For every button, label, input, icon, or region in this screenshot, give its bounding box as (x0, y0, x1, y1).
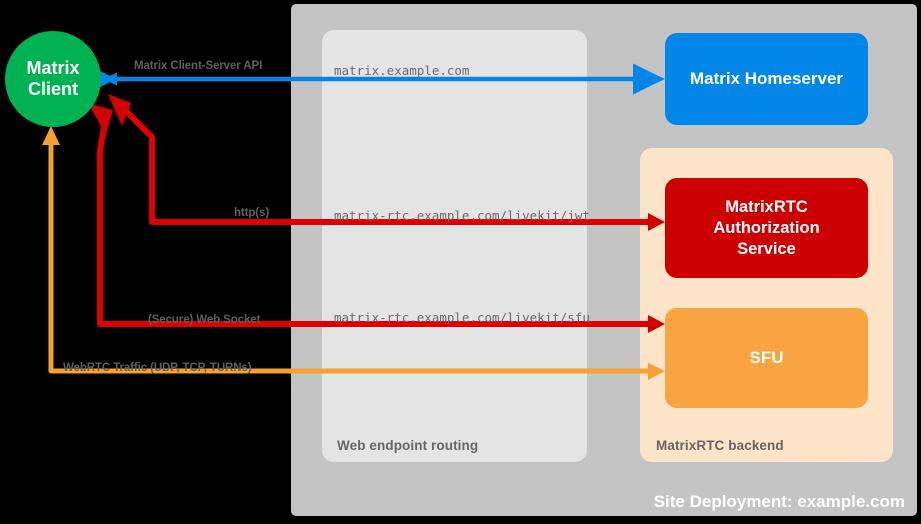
url-label-sfu-websocket: matrix-rtc.example.com/livekit/sfu (334, 310, 590, 325)
edge-webrtc-traffic (48, 140, 658, 374)
edge-webrtc-traffic-head-client (42, 126, 60, 145)
edge-client-server-api-head-left (103, 72, 117, 86)
node-matrix-homeserver-label: Matrix Homeserver (689, 69, 844, 88)
edge-jwt-http-head-service (648, 213, 665, 231)
node-matrixrtc-authorization-service[interactable]: MatrixRTC Authorization Service (665, 178, 868, 278)
edge-jwt-http (117, 102, 658, 225)
url-label-jwt-http: matrix-rtc.example.com/livekit/jwt (334, 208, 590, 223)
edge-sfu-websocket (97, 116, 658, 327)
container-label-matrixrtc-backend: MatrixRTC backend (656, 438, 784, 453)
site-deployment-title: Site Deployment: example.com (653, 492, 905, 511)
edge-sfu-websocket-head-sfu (648, 315, 665, 333)
container-label-web-endpoint-routing: Web endpoint routing (337, 438, 479, 453)
node-sfu[interactable]: SFU (665, 308, 868, 408)
url-label-client-server-api: matrix.example.com (334, 63, 470, 78)
web-endpoint-routing-container (322, 30, 587, 462)
edge-label-sfu-websocket: (Secure) Web Socket (148, 314, 261, 326)
node-matrix-homeserver[interactable]: Matrix Homeserver (665, 33, 868, 125)
edge-label-jwt-http: http(s) (234, 207, 270, 219)
edge-label-client-server-api: Matrix Client-Server API (134, 60, 263, 72)
node-sfu-label: SFU (749, 348, 784, 367)
edge-jwt-http-head-client (108, 94, 131, 126)
edge-label-webrtc-traffic: WebRTC Traffic (UDP, TCP, TURNs) (63, 362, 252, 374)
edge-webrtc-traffic-head-sfu (648, 363, 665, 380)
node-matrixrtc-authorization-service-label: MatrixRTC Authorization Service (713, 197, 820, 258)
edge-sfu-websocket-head-client (88, 103, 113, 135)
edge-client-server-api-head-right (651, 72, 665, 86)
